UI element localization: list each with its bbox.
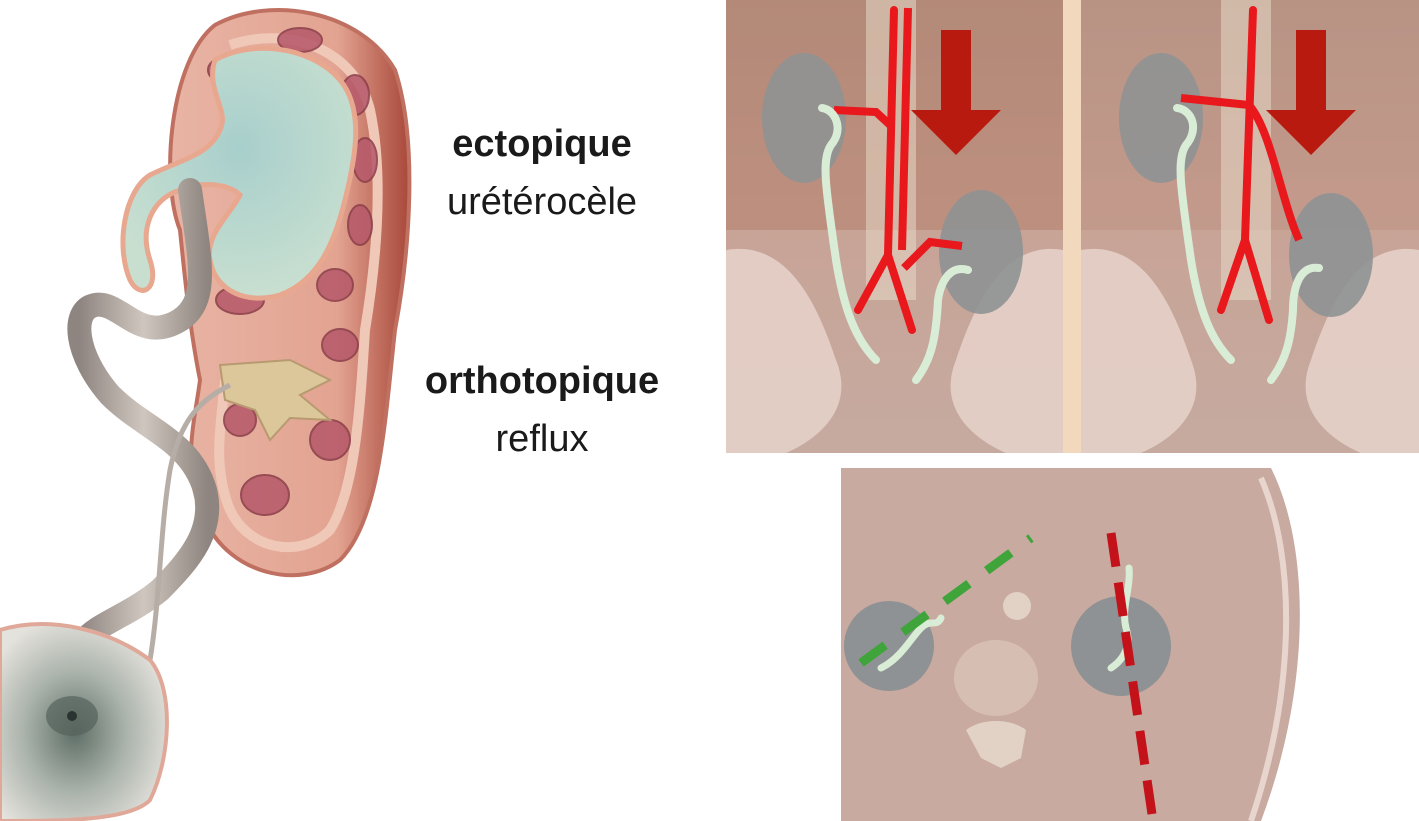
duplex-kidney-illustration: [0, 8, 412, 821]
dashed-line-green: [858, 534, 1034, 667]
label-ectopic: ectopique urétérocèle: [392, 121, 692, 225]
axial-ct-panel: [841, 468, 1317, 821]
kidney-right: [939, 190, 1023, 314]
coronal-angiography-panels: [726, 0, 1419, 453]
kidney-right: [1071, 596, 1171, 696]
panel-ectopic: [726, 0, 1063, 453]
dilated-upper-pole-pelvis: [120, 45, 359, 301]
label-orthotopic: orthotopique reflux: [392, 358, 692, 462]
ureter: [67, 178, 220, 652]
vertebral-body: [954, 640, 1038, 716]
label-orthotopic-bold: orthotopique: [424, 360, 660, 402]
down-arrow: [911, 30, 1001, 155]
label-ectopic-bold: ectopique: [452, 123, 632, 165]
label-ureterocele: urétérocèle: [446, 181, 638, 223]
lower-pole-pelvis: [218, 358, 333, 442]
label-reflux: reflux: [495, 418, 589, 460]
kidney-right: [1289, 193, 1373, 317]
panel-orthotopic: [1081, 0, 1419, 453]
down-arrow: [1266, 30, 1356, 155]
